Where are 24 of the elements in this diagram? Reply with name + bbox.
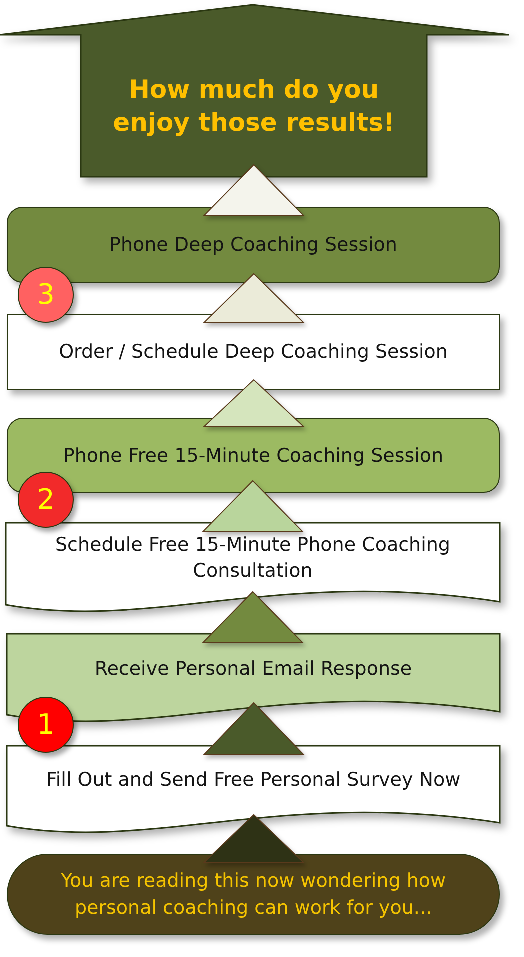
triangle-arrow bbox=[202, 702, 306, 756]
document-box bbox=[7, 746, 500, 834]
step-text: Receive Personal Email Response bbox=[94, 656, 412, 682]
triangle-arrow bbox=[202, 164, 306, 216]
triangle-arrow bbox=[202, 273, 306, 324]
triangle-arrow bbox=[202, 379, 306, 428]
step-text: Order / Schedule Deep Coaching Session bbox=[59, 340, 448, 365]
process-box bbox=[7, 314, 500, 390]
arrow-banner bbox=[0, 5, 509, 177]
step-text: Phone Free 15-Minute Coaching Session bbox=[63, 444, 444, 468]
process-box bbox=[7, 207, 500, 283]
triangle-arrow bbox=[202, 480, 304, 532]
step-number: 2 bbox=[37, 485, 55, 515]
step-text: Schedule Free 15-Minute Phone Coaching Consultation bbox=[54, 533, 452, 584]
start-banner bbox=[7, 854, 500, 935]
triangle-arrow bbox=[202, 591, 304, 644]
document-box bbox=[6, 523, 500, 613]
step-number: 1 bbox=[37, 710, 55, 740]
intro-text: You are reading this now wondering how personal coaching can work for you... bbox=[60, 868, 448, 920]
step-number: 3 bbox=[37, 280, 55, 310]
step-text: Phone Deep Coaching Session bbox=[110, 233, 398, 258]
step-text: Fill Out and Send Free Personal Survey Now bbox=[46, 768, 461, 793]
goal-text: How much do you enjoy those results! bbox=[112, 74, 396, 139]
triangle-arrow bbox=[202, 814, 306, 864]
